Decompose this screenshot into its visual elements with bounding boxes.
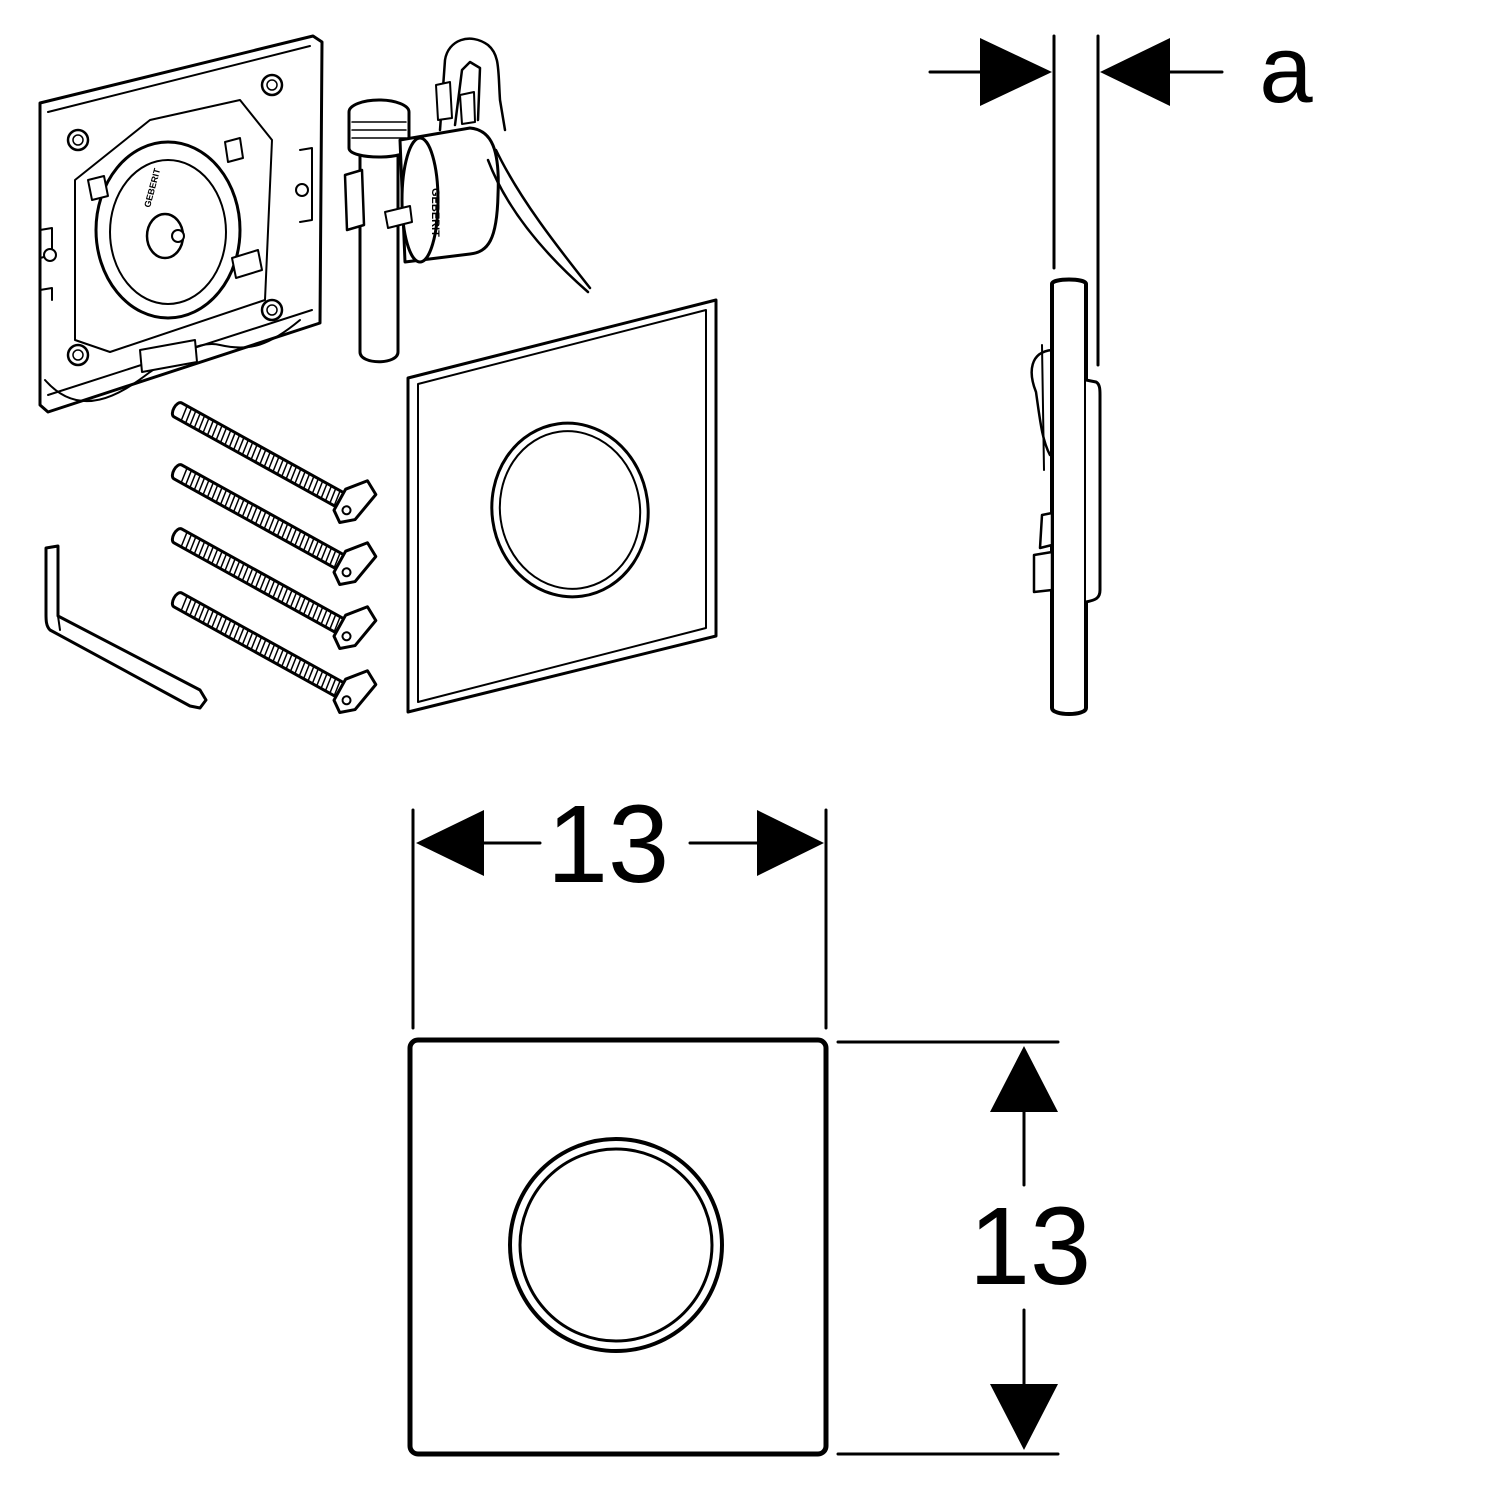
arrow-right-icon xyxy=(757,810,824,876)
dimension-height-label: 13 xyxy=(969,1185,1091,1308)
side-view: a xyxy=(928,16,1313,716)
arrow-down-icon xyxy=(990,1384,1058,1450)
bolt xyxy=(170,527,378,651)
arrow-up-icon xyxy=(990,1046,1058,1112)
arrow-right-icon xyxy=(980,38,1052,106)
bolt xyxy=(170,401,378,525)
dimension-width-label: 13 xyxy=(547,783,669,906)
valve-brand-text: GEBERIT xyxy=(429,188,441,237)
arrow-left-icon xyxy=(416,810,484,876)
dimension-label-a: a xyxy=(1259,16,1313,123)
hex-key xyxy=(44,544,208,710)
arrow-left-icon xyxy=(1100,38,1170,106)
front-view: 13 13 xyxy=(407,783,1091,1457)
bolts xyxy=(170,401,378,715)
cover-plate-perspective xyxy=(406,298,718,714)
exploded-parts: GEBERIT GEBERIT xyxy=(38,34,718,715)
bolt xyxy=(170,591,378,715)
mounting-frame: GEBERIT xyxy=(38,34,324,414)
solenoid-valve: GEBERIT xyxy=(343,37,592,364)
bolt xyxy=(170,463,378,587)
flush-button xyxy=(518,1147,714,1343)
